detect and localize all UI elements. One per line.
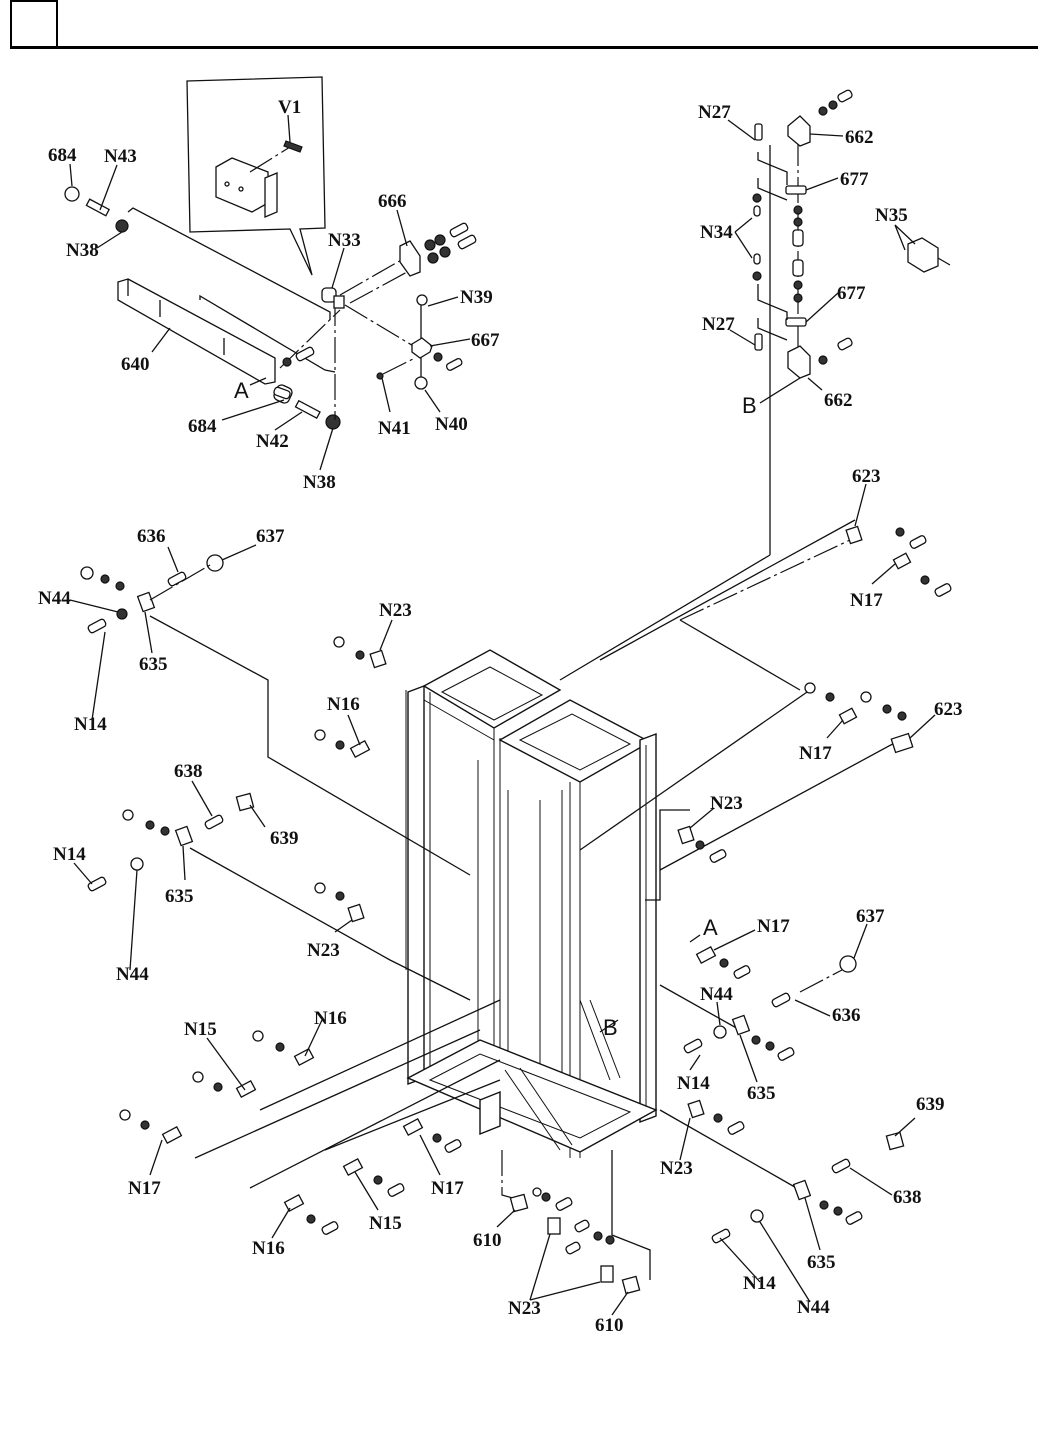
callout-662: 662 xyxy=(845,127,874,148)
callout-684: 684 xyxy=(48,145,77,166)
callout-n43: N43 xyxy=(104,146,137,167)
part-n33 xyxy=(321,287,345,309)
callout-n15: N15 xyxy=(184,1019,217,1040)
screw-640-end xyxy=(273,346,315,400)
bracket-662-upper xyxy=(787,89,853,147)
callout-635: 635 xyxy=(747,1083,776,1104)
callout-636: 636 xyxy=(137,526,166,547)
part-cluster-bottom-right xyxy=(687,1099,905,1244)
callout-n17: N17 xyxy=(128,1178,161,1199)
part-cluster-bottom-left xyxy=(119,1030,462,1235)
callout-n16: N16 xyxy=(314,1008,347,1029)
callout-n39: N39 xyxy=(460,287,493,308)
callout-677: 677 xyxy=(837,283,866,304)
ref-a-frame: A xyxy=(703,915,718,940)
callout-n27: N27 xyxy=(698,102,731,123)
part-cluster-636-637-635-upper xyxy=(80,554,224,634)
callout-n23: N23 xyxy=(660,1158,693,1179)
callout-n38: N38 xyxy=(303,472,336,493)
callout-n16: N16 xyxy=(252,1238,285,1259)
callout-667: 667 xyxy=(471,330,500,351)
callout-635: 635 xyxy=(139,654,168,675)
callout-n14: N14 xyxy=(53,844,86,865)
sensor-n38-upper xyxy=(64,186,129,233)
callout-637: 637 xyxy=(256,526,285,547)
leader-lines xyxy=(69,119,936,1316)
bracket-667 xyxy=(376,294,463,390)
callout-n14: N14 xyxy=(74,714,107,735)
callout-n35: N35 xyxy=(875,205,908,226)
page-number-box xyxy=(10,0,58,46)
callout-677: 677 xyxy=(840,169,869,190)
callout-n42: N42 xyxy=(256,431,289,452)
callout-n44: N44 xyxy=(797,1297,830,1318)
inset-block xyxy=(215,140,303,218)
callout-638: 638 xyxy=(893,1187,922,1208)
callout-666: 666 xyxy=(378,191,407,212)
callout-n14: N14 xyxy=(677,1073,710,1094)
stack-677 xyxy=(785,185,807,327)
ref-a-top: A xyxy=(234,378,249,403)
header-rule xyxy=(10,46,1038,49)
ref-b-top: B xyxy=(742,393,757,418)
callout-n34: N34 xyxy=(700,222,733,243)
callout-v1: V1 xyxy=(278,97,301,118)
callout-n23: N23 xyxy=(710,793,743,814)
bracket-666 xyxy=(399,222,477,277)
callout-n44: N44 xyxy=(700,984,733,1005)
callout-n44: N44 xyxy=(38,588,71,609)
main-frame xyxy=(406,649,658,1158)
callout-640: 640 xyxy=(121,354,150,375)
callout-n16: N16 xyxy=(327,694,360,715)
callout-n27: N27 xyxy=(702,314,735,335)
callout-n17: N17 xyxy=(799,743,832,764)
callout-635: 635 xyxy=(807,1252,836,1273)
callout-n33: N33 xyxy=(328,230,361,251)
callout-635: 635 xyxy=(165,886,194,907)
callout-labels: V1 684 N43 N38 N33 666 N39 667 640 A 684… xyxy=(38,97,963,1336)
callout-636: 636 xyxy=(832,1005,861,1026)
callout-n23: N23 xyxy=(307,940,340,961)
callout-638: 638 xyxy=(174,761,203,782)
ref-b-frame: B xyxy=(603,1015,618,1040)
callout-n41: N41 xyxy=(378,418,411,439)
callout-n15: N15 xyxy=(369,1213,402,1234)
part-cluster-n23-n16-left xyxy=(314,636,387,759)
part-cluster-610-n23 xyxy=(509,1187,641,1295)
callout-639: 639 xyxy=(916,1094,945,1115)
callout-623: 623 xyxy=(852,466,881,487)
callout-610: 610 xyxy=(595,1315,624,1336)
callout-623: 623 xyxy=(934,699,963,720)
sensors-n27-n34 xyxy=(752,123,788,351)
callout-684: 684 xyxy=(188,416,217,437)
part-cluster-623-n17-right xyxy=(804,525,952,754)
callout-639: 639 xyxy=(270,828,299,849)
rail-640 xyxy=(117,278,276,385)
detail-inset xyxy=(186,76,326,276)
bracket-662-lower xyxy=(787,337,853,379)
callout-n44: N44 xyxy=(116,964,149,985)
callout-n17: N17 xyxy=(850,590,883,611)
part-cluster-right-middle xyxy=(677,825,857,1061)
callout-662: 662 xyxy=(824,390,853,411)
part-cluster-638-639-635 xyxy=(87,792,365,923)
callout-637: 637 xyxy=(856,906,885,927)
callout-n17: N17 xyxy=(757,916,790,937)
callout-n23: N23 xyxy=(379,600,412,621)
callout-n40: N40 xyxy=(435,414,468,435)
callout-n14: N14 xyxy=(743,1273,776,1294)
callout-n23: N23 xyxy=(508,1298,541,1319)
callout-n17: N17 xyxy=(431,1178,464,1199)
callout-610: 610 xyxy=(473,1230,502,1251)
connector-n35 xyxy=(907,237,951,273)
callout-n38: N38 xyxy=(66,240,99,261)
